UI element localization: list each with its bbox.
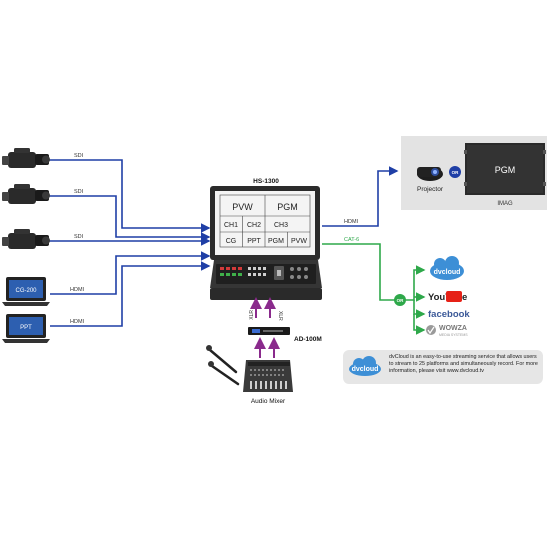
input-lines xyxy=(44,159,211,327)
wowza-logo-text: WOWZA xyxy=(439,325,467,332)
projector xyxy=(417,167,443,181)
stream-or-label: OR xyxy=(397,298,405,303)
laptop-cg-screen-label: CG-200 xyxy=(15,288,37,294)
cat6-output-line xyxy=(322,243,396,301)
dvcloud-info-text: dvCloud is an easy-to-use streaming serv… xyxy=(389,354,538,375)
sdi-label-3: SDI xyxy=(74,234,84,240)
imag-caption: IMAG xyxy=(497,201,513,207)
youtube-tube-badge xyxy=(446,291,462,302)
hdmi-line-1 xyxy=(50,251,211,295)
hdmi-output-label: HDMI xyxy=(344,219,359,225)
xlr-left-label: XLR xyxy=(249,310,255,320)
audio-mixer-label: Audio Mixer xyxy=(251,398,286,405)
mv-pgm: PGM xyxy=(277,202,298,212)
stream-branch-lines xyxy=(406,265,426,335)
mv-pgm-2: PGM xyxy=(268,238,284,245)
wowza-sub-text: MEDIA SYSTEMS xyxy=(439,333,468,337)
dvcloud-logo xyxy=(430,256,464,280)
dvcloud-card-logo: dvcloud xyxy=(349,356,381,376)
mv-ch1: CH1 xyxy=(224,222,238,229)
mv-pvw: PVW xyxy=(232,202,253,212)
switcher-title: HS-1300 xyxy=(253,178,279,185)
display-or-label: OR xyxy=(452,170,460,175)
audio-mixer xyxy=(243,360,293,392)
xlr-right-label: XLR xyxy=(277,311,283,321)
pgm-screen xyxy=(464,143,546,195)
dvcloud-card-logo-text: dvcloud xyxy=(352,366,379,373)
sdi-label-1: SDI xyxy=(74,153,84,159)
mv-ch3: CH3 xyxy=(274,222,288,229)
audio-lines xyxy=(250,297,280,358)
hdmi-line-2 xyxy=(50,261,211,327)
mv-pvw-2: PVW xyxy=(291,238,307,245)
stream-or-badge xyxy=(394,294,406,306)
laptop-ppt: PPT xyxy=(2,314,50,343)
microphone-2 xyxy=(208,361,240,386)
microphone-1 xyxy=(206,345,238,374)
dvcloud-logo-text: dvcloud xyxy=(434,269,461,276)
dvcloud-info-card: dvcloud dvCloud is an easy-to-use stream… xyxy=(343,350,543,384)
hdmi-label-1: HDMI xyxy=(70,287,85,293)
sdi-line-2 xyxy=(44,195,211,242)
ad-100m-converter xyxy=(248,327,290,335)
display-or-badge xyxy=(449,166,461,178)
camera-3 xyxy=(2,229,50,249)
mv-cg: CG xyxy=(226,238,237,245)
laptop-cg: CG-200 xyxy=(2,277,50,306)
sdi-line-1 xyxy=(44,159,211,233)
cat6-output-label: CAT-6 xyxy=(344,237,359,243)
mv-ppt: PPT xyxy=(247,238,261,245)
switcher: PVW PGM CH1 CH2 CH3 CG PPT PGM PVW xyxy=(210,186,322,300)
wowza-icon xyxy=(426,325,436,335)
pgm-screen-label: PGM xyxy=(495,165,516,175)
facebook-logo-text: facebook xyxy=(428,309,470,320)
hdmi-label-2: HDMI xyxy=(70,319,85,325)
laptop-ppt-screen-label: PPT xyxy=(20,325,32,331)
camera-1 xyxy=(2,148,50,168)
mv-ch2: CH2 xyxy=(247,222,261,229)
sdi-label-2: SDI xyxy=(74,189,84,195)
hdmi-output-line xyxy=(322,166,399,227)
projector-label: Projector xyxy=(417,186,444,193)
camera-2 xyxy=(2,184,50,204)
ad-100m-label: AD-100M xyxy=(294,336,322,343)
